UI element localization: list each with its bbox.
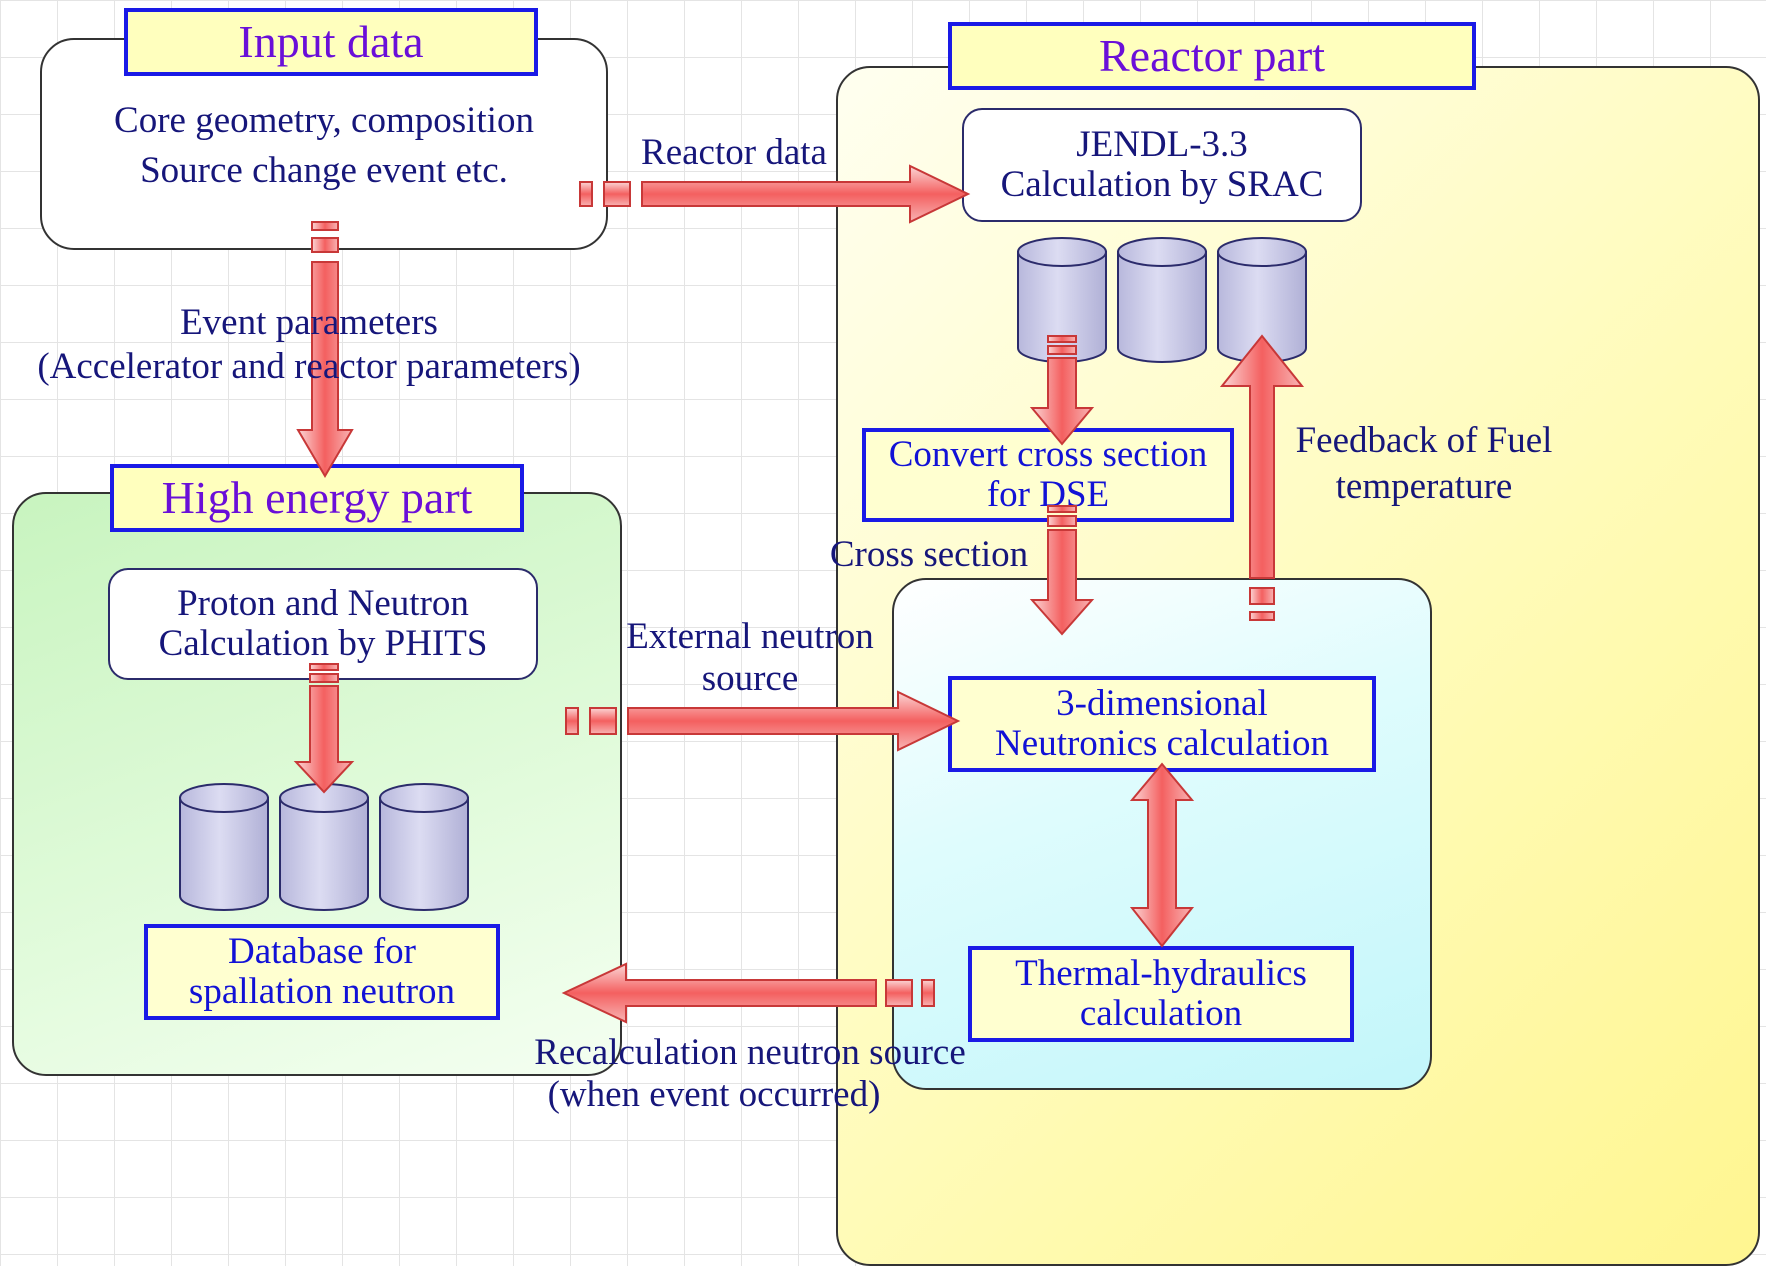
srac-to-convert-arrow — [1029, 335, 1095, 446]
neutronics-line-1: 3-dimensional — [1056, 683, 1268, 724]
neutronics-calculation-box: 3-dimensional Neutronics calculation — [948, 676, 1376, 772]
cylinder-top — [1117, 237, 1207, 267]
phits-to-database-arrow — [293, 663, 355, 794]
cylinder-icon — [279, 797, 369, 911]
cylinder-top — [1217, 237, 1307, 267]
recalculation-label-1: Recalculation neutron source — [534, 1032, 966, 1073]
cylinder-top — [379, 783, 469, 813]
high-energy-title: High energy part — [110, 464, 524, 532]
reactor-data-label: Reactor data — [641, 132, 827, 173]
thermal-line-1: Thermal-hydraulics — [1015, 953, 1307, 994]
external-neutron-source-arrow — [565, 690, 961, 752]
cylinder-top — [1017, 237, 1107, 267]
external-neutron-label-2: source — [701, 658, 799, 699]
phits-line-2: Calculation by PHITS — [158, 623, 488, 664]
phits-line-1: Proton and Neutron — [177, 583, 469, 624]
database-line-2: spallation neutron — [188, 971, 456, 1012]
jendl-line-2: Calculation by SRAC — [1000, 164, 1324, 205]
cylinder-icon — [179, 797, 269, 911]
cylinder-top — [179, 783, 269, 813]
spallation-cylinders — [179, 783, 469, 911]
database-line-1: Database for — [228, 931, 416, 972]
phits-box: Proton and Neutron Calculation by PHITS — [108, 568, 538, 680]
cross-section-label: Cross section — [829, 534, 1029, 575]
cylinder-icon — [379, 797, 469, 911]
event-parameters-arrow — [296, 221, 354, 478]
jendl-line-1: JENDL-3.3 — [1076, 124, 1248, 165]
coupling-double-arrow — [1129, 762, 1195, 948]
feedback-arrow — [1219, 334, 1305, 621]
reactor-part-title: Reactor part — [948, 22, 1476, 90]
recalculation-arrow — [561, 962, 935, 1024]
reactor-data-cylinders — [1017, 237, 1307, 363]
feedback-label-1: Feedback of Fuel — [1295, 420, 1553, 461]
spallation-database-box: Database for spallation neutron — [144, 924, 500, 1020]
reactor-data-arrow — [579, 164, 971, 224]
input-line-2: Source change event etc. — [140, 150, 508, 191]
recalculation-label-2: (when event occurred) — [547, 1074, 881, 1115]
feedback-label-2: temperature — [1335, 466, 1513, 507]
thermal-line-2: calculation — [1079, 993, 1243, 1034]
event-parameters-detail-label: (Accelerator and reactor parameters) — [37, 346, 581, 387]
convert-line-1: Convert cross section — [888, 434, 1208, 475]
neutronics-line-2: Neutronics calculation — [995, 723, 1329, 764]
thermal-hydraulics-box: Thermal-hydraulics calculation — [968, 946, 1354, 1042]
event-parameters-label: Event parameters — [180, 302, 438, 343]
external-neutron-label-1: External neutron — [626, 616, 874, 657]
cross-section-arrow — [1029, 505, 1095, 636]
input-data-title: Input data — [124, 8, 538, 76]
jendl-srac-box: JENDL-3.3 Calculation by SRAC — [962, 108, 1362, 222]
cylinder-icon — [1117, 251, 1207, 363]
input-line-1: Core geometry, composition — [114, 100, 534, 141]
